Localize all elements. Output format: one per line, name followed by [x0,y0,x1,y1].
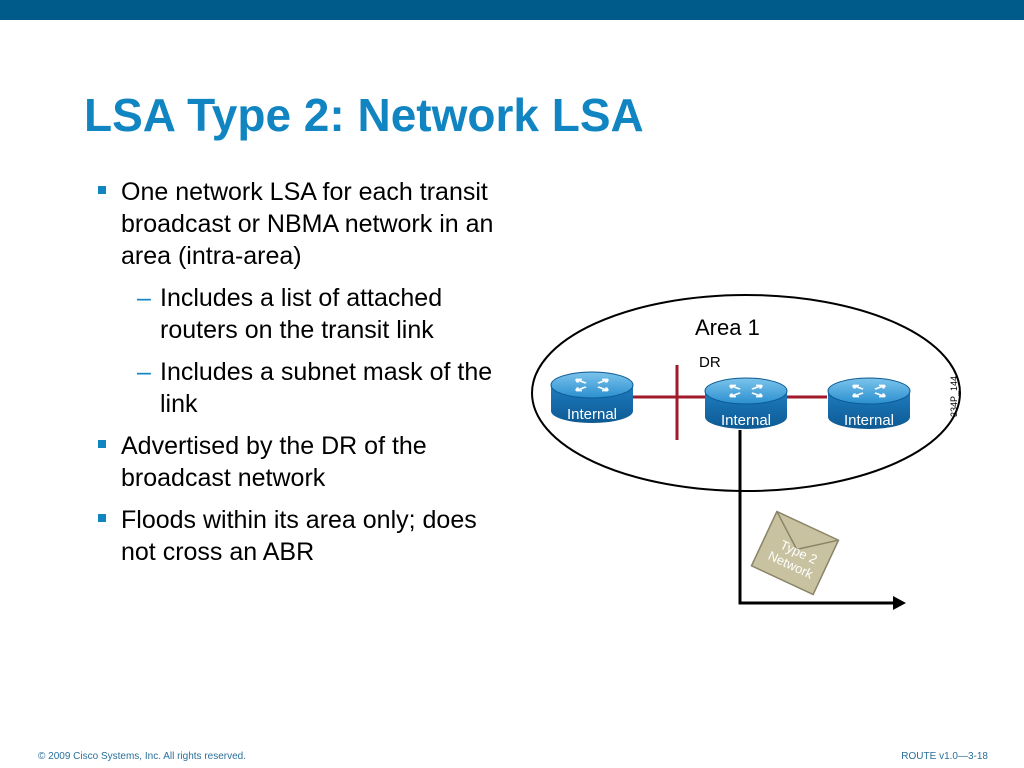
square-bullet-icon [98,514,106,522]
router-icon: Internal [827,377,911,429]
router-label: Internal [721,412,771,429]
square-bullet-icon [98,440,106,448]
top-bar [0,0,1024,20]
bullet-text: One network LSA for each transit broadca… [121,178,494,270]
router-label: Internal [844,412,894,429]
footer-course-page: ROUTE v1.0—3-18 [901,751,988,762]
bullet-item: Advertised by the DR of the broadcast ne… [96,430,506,494]
area-boundary [531,294,961,492]
flood-arrow-line [738,430,895,605]
sub-bullet-item: – Includes a list of attached routers on… [121,282,506,346]
network-links [627,365,827,440]
dr-router-icon: Internal [704,377,788,429]
footer-copyright: © 2009 Cisco Systems, Inc. All rights re… [38,751,247,762]
dash-bullet-icon: – [137,358,151,386]
sub-bullet-item: – Includes a subnet mask of the link [121,356,506,420]
bullet-text: Floods within its area only; does not cr… [121,506,477,566]
network-diagram: Area 1 DR 334P_144 Internal Internal Int… [531,294,961,610]
bullet-list: One network LSA for each transit broadca… [96,176,506,578]
bullet-text: Advertised by the DR of the broadcast ne… [121,432,427,492]
dr-label: DR [699,354,721,371]
bullet-item: One network LSA for each transit broadca… [96,176,506,420]
bullet-item: Floods within its area only; does not cr… [96,504,506,568]
router-icon: Internal [550,371,634,423]
slide-title: LSA Type 2: Network LSA [84,89,644,141]
router-label: Internal [567,406,617,423]
area-label: Area 1 [695,315,760,340]
sub-bullet-text: Includes a list of attached routers on t… [160,284,443,344]
lsa-envelope-icon: Type 2 Network [750,510,840,596]
arrowhead-icon [893,596,906,610]
square-bullet-icon [98,186,106,194]
figure-id: 334P_144 [949,376,959,417]
dash-bullet-icon: – [137,284,151,312]
sub-bullet-text: Includes a subnet mask of the link [160,358,493,418]
